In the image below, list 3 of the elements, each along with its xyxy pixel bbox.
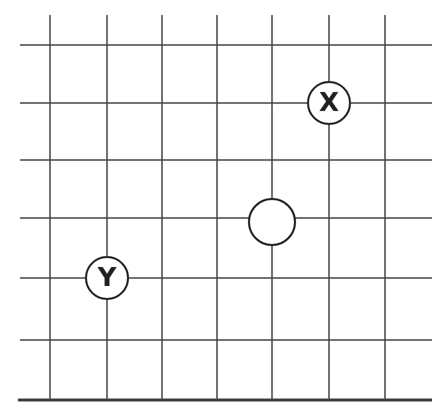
lettered-circle: Y [85,256,129,300]
empty-circle [248,198,296,246]
lettered-circle: X [307,81,351,125]
